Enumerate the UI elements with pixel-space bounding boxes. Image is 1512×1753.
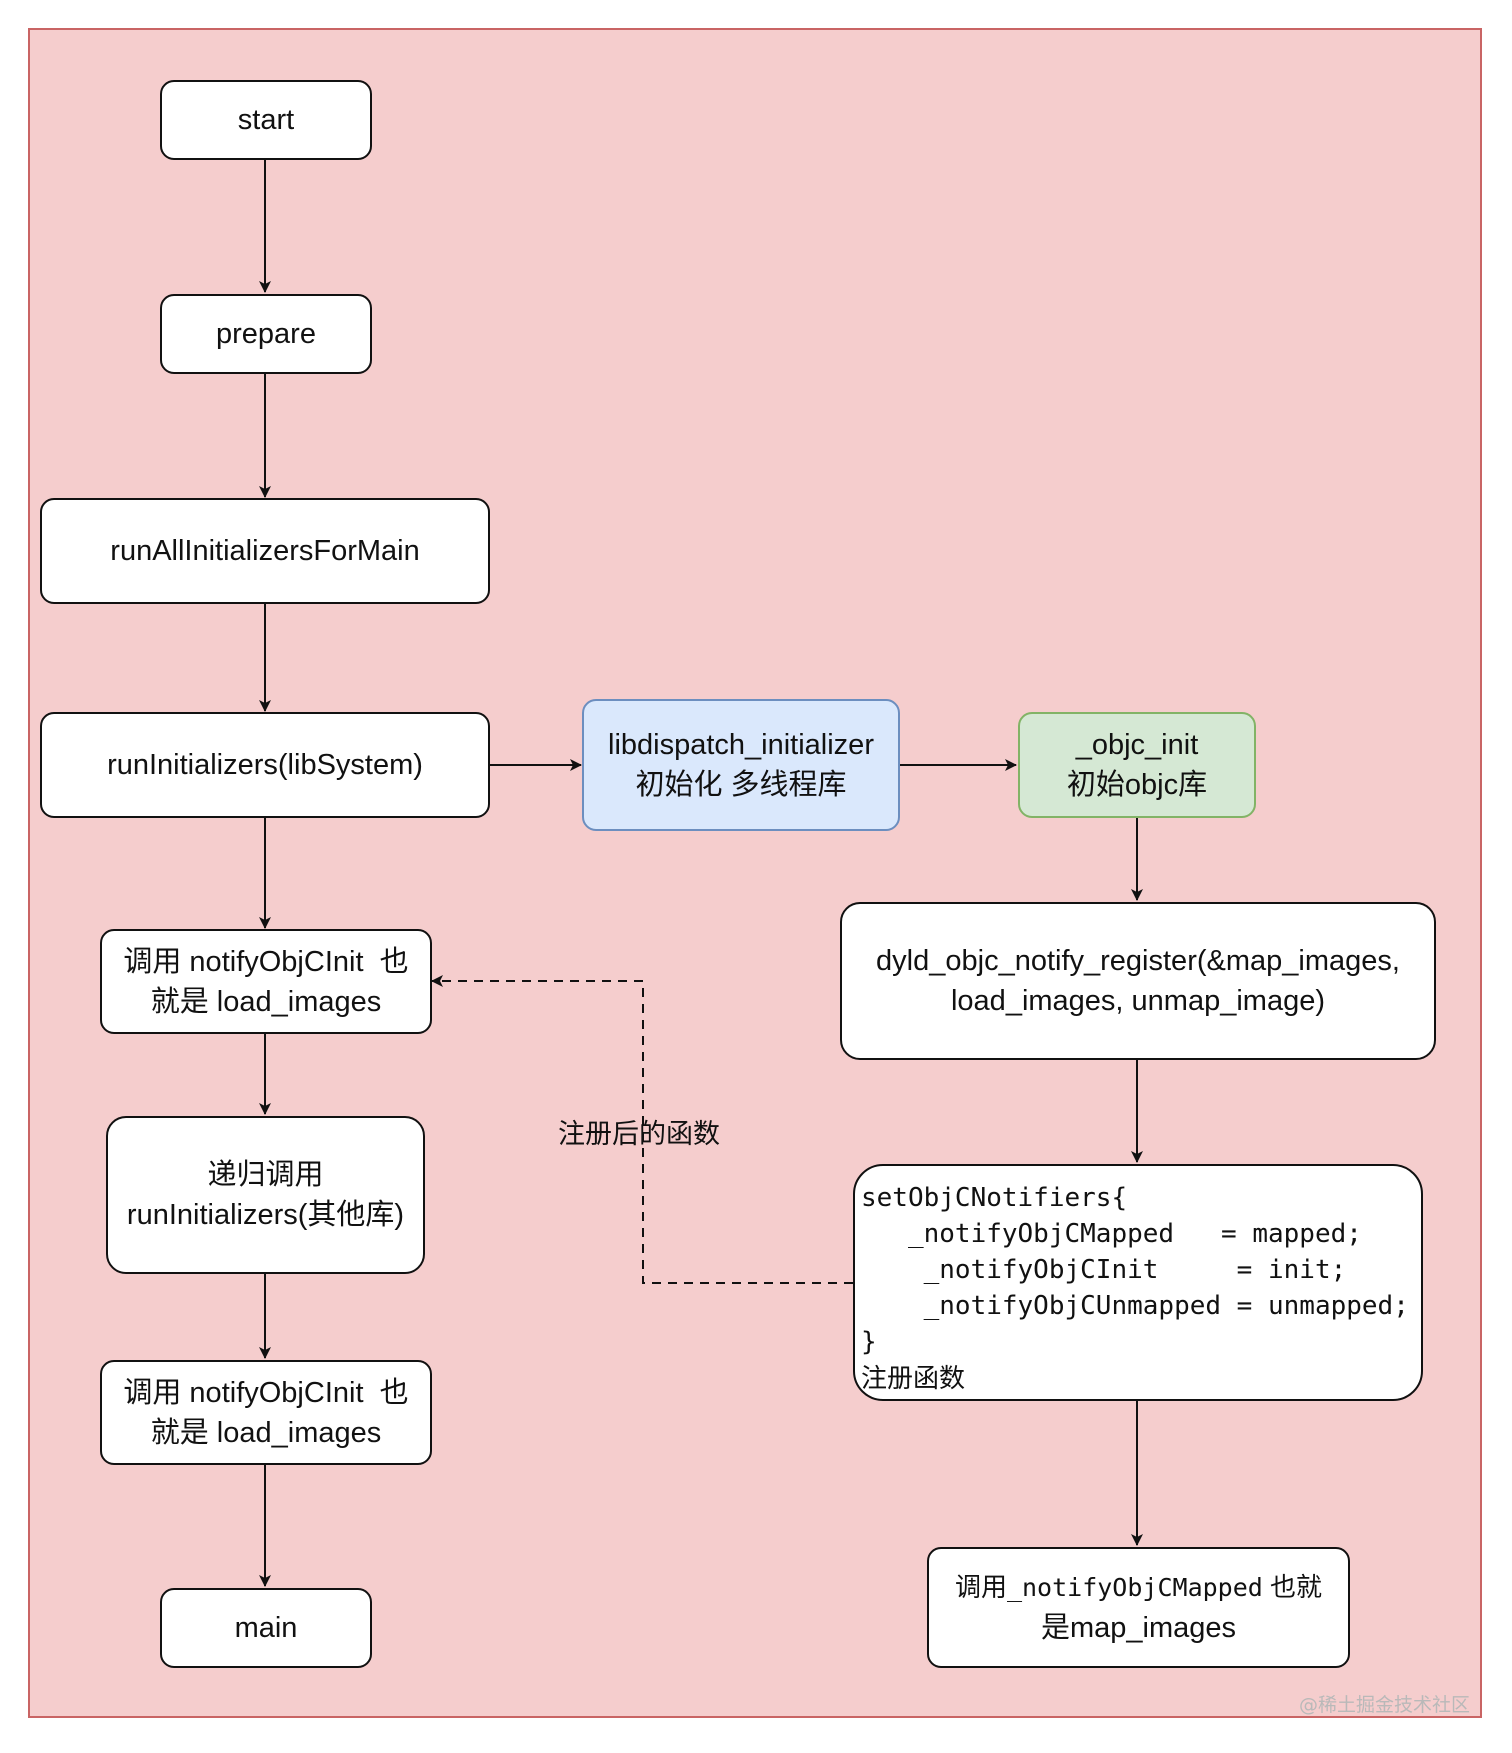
node-notify-objc-init-1: 调用 notifyObjCInit 也 就是 load_images	[100, 929, 432, 1034]
node-main: main	[160, 1588, 372, 1668]
set-notifiers-caption: 注册函数	[861, 1363, 966, 1393]
mapped-call-line2: 是map_images	[1040, 1612, 1237, 1644]
mapped-call-suffix: 也就	[1262, 1572, 1323, 1602]
mapped-call-prefix: 调用	[954, 1572, 1007, 1602]
node-set-objc-notifiers: setObjCNotifiers{ _notifyObjCMapped = ma…	[853, 1164, 1423, 1401]
edge-dashed-callback	[431, 975, 853, 1284]
node-dyld-objc-notify-register: dyld_objc_notify_register(&map_images, l…	[840, 902, 1436, 1060]
set-notifiers-code: setObjCNotifiers{ _notifyObjCMapped = ma…	[861, 1183, 1409, 1357]
mapped-call-code: _notifyObjCMapped	[1006, 1573, 1263, 1602]
node-run-initializers-libsystem: runInitializers(libSystem)	[40, 712, 490, 818]
node-libdispatch-initializer: libdispatch_initializer 初始化 多线程库	[582, 699, 900, 831]
node-objc-init: _objc_init 初始objc库	[1018, 712, 1256, 818]
node-prepare: prepare	[160, 294, 372, 374]
node-call-notify-objc-mapped: 调用_notifyObjCMapped 也就 是map_images	[927, 1547, 1350, 1668]
node-run-all-initializers: runAllInitializersForMain	[40, 498, 490, 604]
node-notify-objc-init-2: 调用 notifyObjCInit 也 就是 load_images	[100, 1360, 432, 1465]
node-start: start	[160, 80, 372, 160]
watermark: @稀土掘金技术社区	[1298, 1694, 1470, 1716]
edge-label-registered-functions: 注册后的函数	[558, 1119, 720, 1150]
node-recursive-run-initializers: 递归调用 runInitializers(其他库)	[106, 1116, 425, 1274]
